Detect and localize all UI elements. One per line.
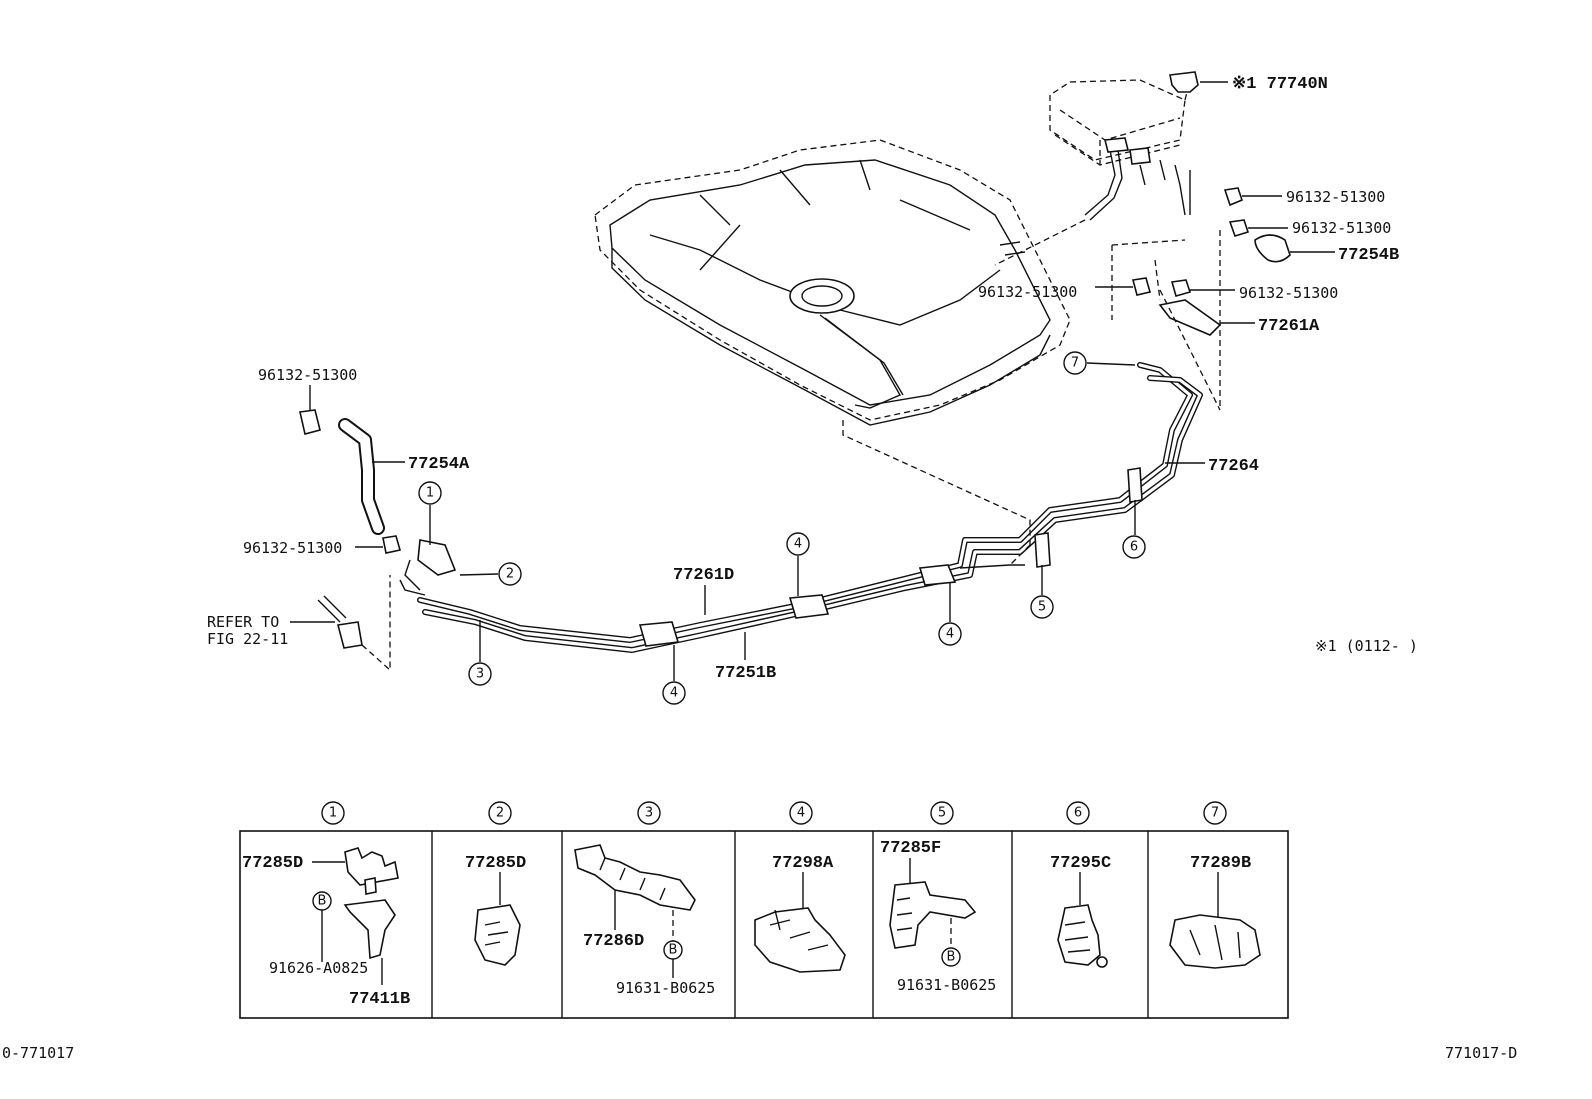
refer-fig: REFER TO FIG 22-11 [207,575,391,672]
label-clip-4: 96132-51300 [1239,284,1338,302]
panel-5-b-text: B [947,950,956,965]
callout-4b-text: 4 [794,537,802,552]
panel-5-num [930,801,954,825]
panel-4-num-text: 4 [797,806,805,821]
panel-4-part-a: 77298A [772,854,834,873]
callout-5 [1030,595,1054,619]
label-clip-2: 96132-51300 [1292,219,1391,237]
fuel-tank [594,139,1071,426]
callout-3 [468,662,492,686]
callouts: 1 2 3 4 4 4 5 6 7 [418,351,1146,705]
panel-3-part-c: 91631-B0625 [616,979,715,997]
hose-77254a: 96132-51300 77254A 96132-51300 [243,366,470,557]
panel-6-num-text: 6 [1074,806,1082,821]
panel-3-b-text: B [669,943,678,958]
panel-6-part-a: 77295C [1050,854,1111,873]
panel-5-b-circle [941,947,961,967]
detail-panels: 1 2 3 4 5 6 7 77285D B 91626-A0825 77411… [239,801,1289,1019]
panel-1-b-text: B [318,894,327,909]
callout-4a [662,681,686,705]
refer-text-1: REFER TO [207,613,279,631]
panel-1-part-c: 91626-A0825 [269,959,368,977]
footer-right: 771017-D [1445,1044,1517,1062]
label-77254b: 77254B [1338,246,1399,265]
panel-3-part-a: 77286D [583,932,644,951]
label-clip-3: 96132-51300 [978,283,1077,301]
panel-6-num [1066,801,1090,825]
label-77254a: 77254A [408,455,470,474]
panel-2-num [488,801,512,825]
panel-5-num-text: 5 [938,806,946,821]
panel-1-part-d: 77411B [349,990,410,1009]
callout-4c-text: 4 [946,627,954,642]
callout-5-text: 5 [1038,600,1046,615]
clip-group-right: 96132-51300 96132-51300 77254B 96132-513… [978,187,1399,411]
label-clip-6: 96132-51300 [243,539,342,557]
label-clip-5: 96132-51300 [258,366,357,384]
charcoal-canister [994,79,1191,266]
label-clip-1: 96132-51300 [1286,188,1385,206]
footer-left: 0-771017 [2,1044,74,1062]
callout-7 [1063,351,1087,375]
pipe-clamps [417,467,1143,647]
callout-6 [1122,535,1146,559]
panel-7-num [1203,801,1227,825]
label-77261a: 77261A [1258,317,1320,336]
panel-1-num-text: 1 [329,806,337,821]
part-77740n: ※1 77740N [1169,71,1328,94]
callout-6-text: 6 [1130,540,1138,555]
callout-2 [498,562,522,586]
callout-4a-text: 4 [670,686,678,701]
refer-text-2: FIG 22-11 [207,630,288,648]
panel-3-num-text: 3 [645,806,653,821]
panel-1-num [321,801,345,825]
note-text: ※1 (0112- ) [1315,637,1418,655]
callout-3-text: 3 [476,667,484,682]
panel-7-num-text: 7 [1211,806,1219,821]
panel-7-part-a: 77289B [1190,854,1251,873]
callout-1 [418,481,442,505]
label-77264: 77264 [1208,457,1259,476]
panel-1-part-a: 77285D [242,854,303,873]
callout-4b [786,532,810,556]
panel-5-part-a: 77285F [880,839,941,858]
callout-4c [938,622,962,646]
panel-3-num [637,801,661,825]
callout-7-text: 7 [1071,356,1079,371]
panel-2-part-a: 77285D [465,854,526,873]
fuel-pipes [399,362,1203,653]
label-77251b: 77251B [715,664,776,683]
callout-2-text: 2 [506,567,514,582]
label-77261d: 77261D [673,566,734,585]
panel-5-part-c: 91631-B0625 [897,976,996,994]
label-77740n: ※1 77740N [1232,75,1328,94]
callout-1-text: 1 [426,486,434,501]
panel-4-num [789,801,813,825]
panel-2-num-text: 2 [496,806,504,821]
